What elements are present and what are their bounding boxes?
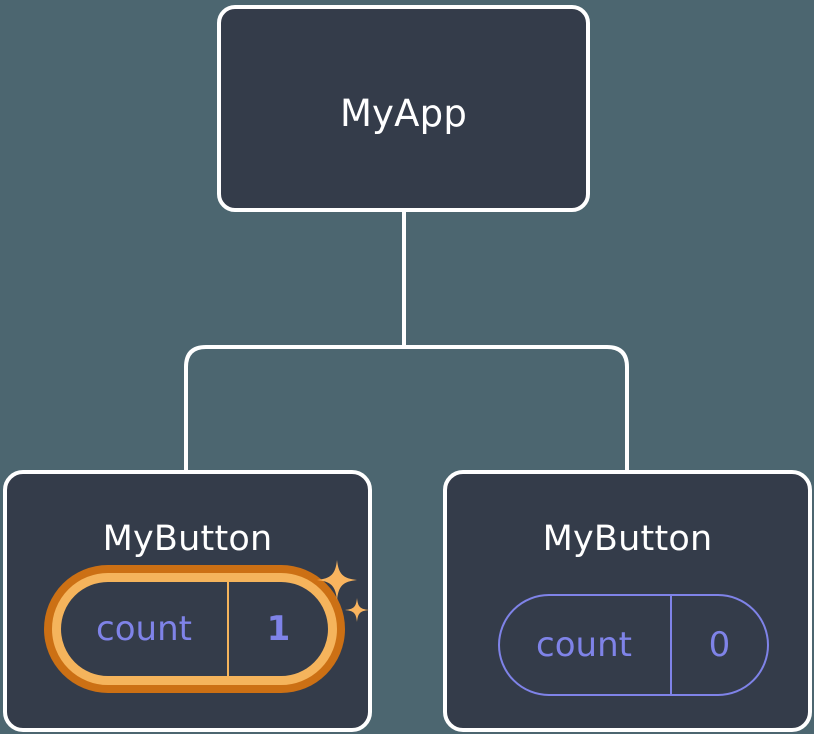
hook-name-count-0: count [61,582,229,676]
node-title-mybutton-0: MyButton [102,519,273,559]
hook-value-count-0: 1 [266,609,291,649]
hook-value-count-1: 0 [708,625,731,665]
tree-node-myapp[interactable]: MyApp [217,5,590,212]
state-hook-pill[interactable]: count 0 [498,594,769,696]
edge-root-to-children [184,210,629,474]
state-hook-pill-highlighted[interactable]: count 1 [52,573,337,685]
node-title-myapp: MyApp [339,92,468,135]
tree-node-mybutton-0[interactable]: MyButton count 1 [3,470,372,732]
tree-node-mybutton-1[interactable]: MyButton count 0 [443,470,812,732]
node-title-mybutton-1: MyButton [542,519,713,559]
hook-name-count-1: count [500,596,672,694]
